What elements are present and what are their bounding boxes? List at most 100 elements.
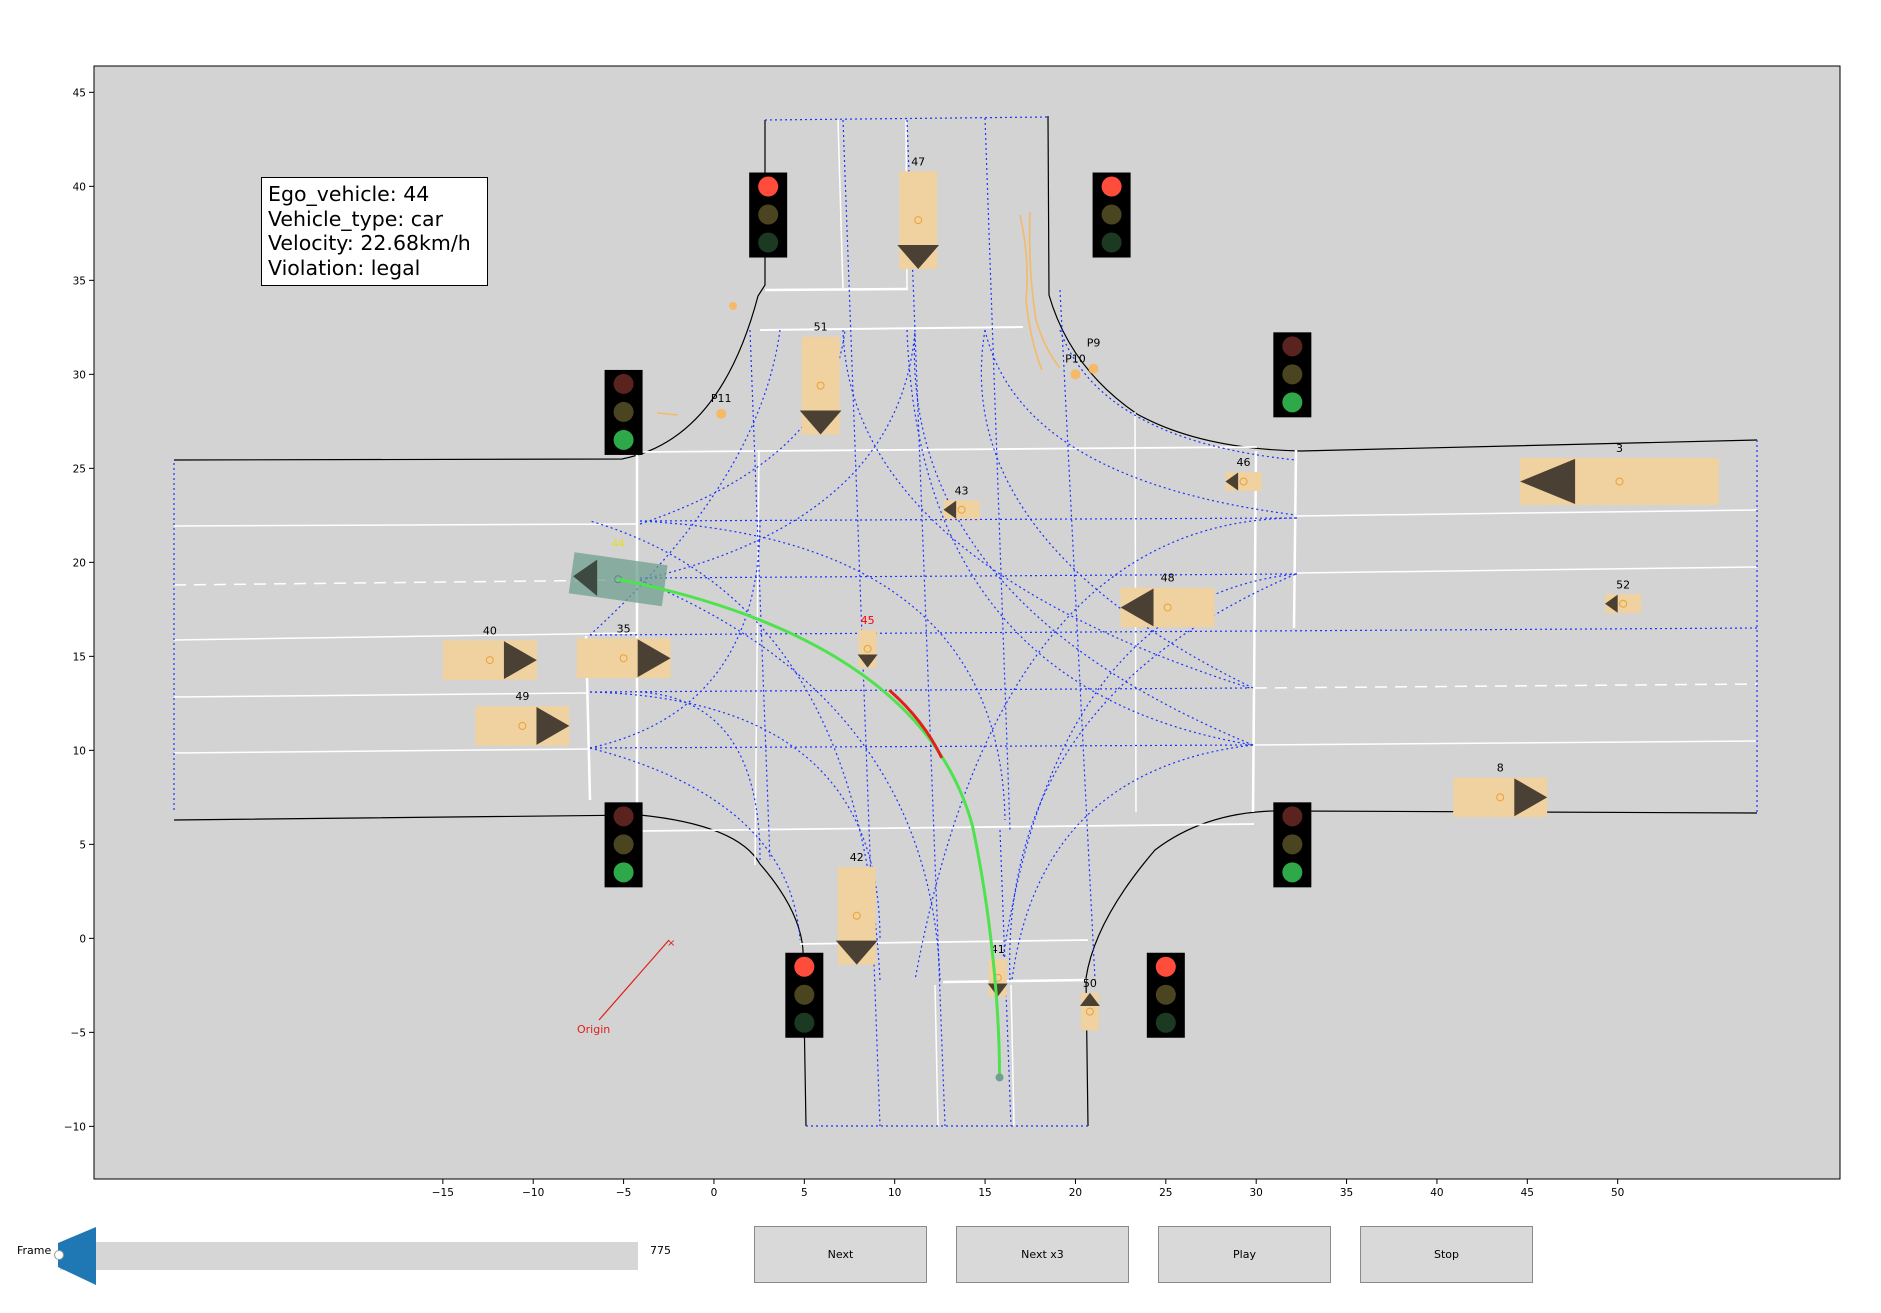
x-tick-label: 45	[1521, 1187, 1534, 1199]
ego-info-box: Ego_vehicle: 44 Vehicle_type: car Veloci…	[261, 177, 488, 286]
next-x3-button[interactable]: Next x3	[956, 1226, 1129, 1283]
lane-line	[1296, 566, 1758, 574]
pedestrian-track	[656, 412, 679, 416]
road-edge-southeast	[1085, 810, 1758, 1127]
lane-guide	[1059, 289, 1096, 981]
vehicle-45: 45	[857, 614, 878, 668]
lane-guide	[639, 579, 941, 981]
stop-line	[636, 446, 1258, 453]
y-tick-label: −5	[71, 1027, 86, 1039]
lane-guide	[589, 744, 1254, 749]
ego-label: 44	[612, 539, 625, 550]
traffic-light	[1273, 802, 1312, 888]
traffic-light	[1273, 332, 1312, 418]
vehicle-label: 41	[991, 943, 1005, 956]
vehicle-center	[1615, 477, 1624, 486]
vehicle-label: 52	[1616, 578, 1630, 591]
red-lamp	[613, 373, 634, 394]
x-tick-label: 30	[1250, 1187, 1263, 1199]
y-tick-label: 30	[73, 369, 86, 381]
lane-line	[173, 692, 587, 698]
yellow-lamp	[758, 204, 779, 225]
traffic-light	[604, 369, 643, 455]
y-tick-label: 0	[79, 933, 86, 945]
lane-guide	[639, 329, 916, 581]
vehicle-51: 51	[799, 321, 842, 435]
heading-arrow-icon	[503, 641, 537, 680]
frame-slider-handle[interactable]	[54, 1250, 64, 1260]
x-tick-label: 0	[711, 1187, 718, 1199]
vehicle-label: 47	[911, 155, 925, 168]
lane-line	[837, 119, 844, 291]
yellow-lamp	[1282, 364, 1303, 385]
origin-x-icon: ×	[667, 938, 675, 949]
yellow-lamp	[613, 834, 634, 855]
heading-arrow-icon	[1514, 778, 1548, 817]
red-lamp	[1282, 806, 1303, 827]
vehicle-center	[485, 656, 494, 665]
x-tick-label: 25	[1159, 1187, 1172, 1199]
violation-text: Violation: legal	[268, 256, 421, 281]
frame-value: 775	[650, 1244, 671, 1257]
vehicle-40: 40	[442, 624, 537, 680]
heading-arrow-icon	[1079, 992, 1100, 1007]
frame-slider-track[interactable]	[60, 1242, 638, 1270]
traffic-light	[604, 802, 643, 888]
vehicle-label: 8	[1497, 762, 1504, 775]
x-tick-label: 35	[1340, 1187, 1353, 1199]
pedestrian-track	[1028, 211, 1061, 369]
pedestrian-tracks	[656, 211, 1061, 416]
red-lamp	[1101, 176, 1122, 197]
stop-line	[1251, 450, 1258, 813]
lane-line	[173, 579, 633, 586]
stop-line	[759, 326, 1024, 331]
stop-button[interactable]: Stop	[1360, 1226, 1533, 1283]
lane-guide	[639, 573, 1301, 579]
trajectory-end-dot	[995, 1073, 1004, 1082]
heading-arrow-icon	[987, 983, 1008, 997]
traffic-light	[1092, 172, 1131, 258]
lane-guide	[1059, 329, 1297, 461]
traffic-light	[749, 172, 788, 258]
pedestrian-dot	[1070, 369, 1081, 380]
lane-line	[934, 984, 939, 1127]
red-lamp	[613, 806, 634, 827]
vehicle-center	[1619, 599, 1628, 608]
lane-line	[1010, 984, 1015, 1127]
heading-arrow-icon	[1225, 472, 1239, 491]
velocity-text: Velocity: 22.68km/h	[268, 231, 471, 256]
pedestrian-label: P9	[1087, 337, 1101, 350]
vehicle-center	[1085, 1007, 1094, 1016]
trajectory-layer	[617, 577, 1004, 1082]
green-lamp	[613, 429, 634, 450]
red-lamp	[794, 956, 815, 977]
vehicle-47: 47	[897, 155, 940, 270]
vehicle-label: 3	[1616, 442, 1623, 455]
lane-guide	[984, 117, 1011, 831]
next-button[interactable]: Next	[754, 1226, 927, 1283]
play-button[interactable]: Play	[1158, 1226, 1331, 1283]
vehicle-center	[518, 721, 527, 730]
y-tick-label: 25	[73, 463, 86, 475]
vehicle-3: 3	[1520, 442, 1719, 505]
vehicle-center	[619, 654, 628, 663]
pedestrian-label: P10	[1065, 352, 1086, 365]
heading-arrow-icon	[573, 559, 598, 596]
lane-guide	[639, 517, 1301, 522]
yellow-lamp	[1155, 984, 1176, 1005]
stop-line	[1292, 449, 1298, 629]
vehicle-43: 43	[943, 484, 980, 520]
lane-line	[173, 523, 637, 527]
vehicle-52: 52	[1605, 578, 1642, 614]
origin-arrow	[598, 939, 670, 1021]
vehicle-center	[1496, 793, 1505, 802]
vehicle-center	[816, 381, 825, 390]
yellow-lamp	[1282, 834, 1303, 855]
y-tick-label: 20	[73, 557, 86, 569]
vehicle-49: 49	[475, 690, 570, 746]
heading-arrow-icon	[637, 639, 671, 678]
vehicle-label: 46	[1237, 456, 1251, 469]
pedestrian-dot	[716, 408, 727, 419]
